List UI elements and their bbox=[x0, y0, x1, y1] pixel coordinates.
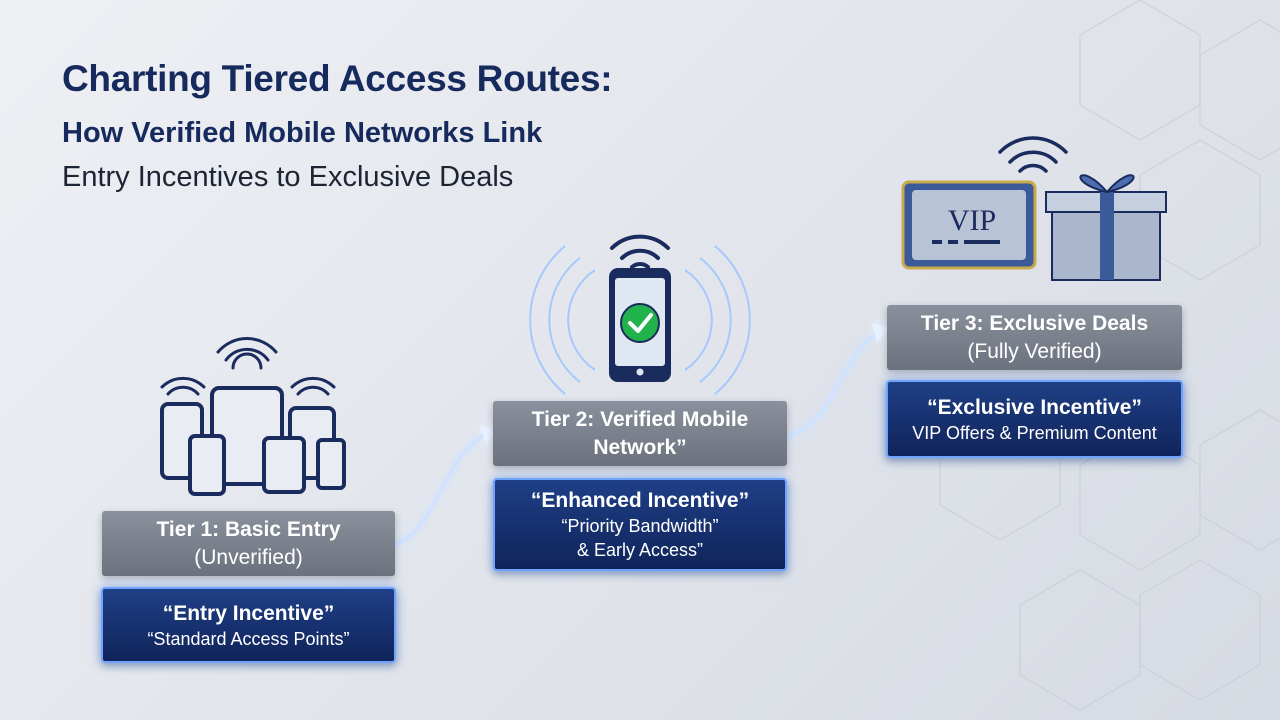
tier2-incentive: “Enhanced Incentive” bbox=[530, 489, 750, 512]
page-tagline: Entry Incentives to Exclusive Deals bbox=[62, 161, 514, 193]
tier1-incentive-box: “Entry Incentive” “Standard Access Point… bbox=[101, 587, 396, 663]
tier3-status: (Fully Verified) bbox=[967, 339, 1102, 363]
tier2-incentive-box: “Enhanced Incentive” “Priority Bandwidth… bbox=[493, 478, 787, 571]
wifi-icon bbox=[998, 136, 1068, 173]
tier3-header: Tier 3: Exclusive Deals (Fully Verified) bbox=[887, 305, 1182, 370]
page-title: Charting Tiered Access Routes: bbox=[62, 58, 613, 99]
tier1-name: Tier 1: Basic Entry bbox=[156, 517, 341, 541]
tier2-header: Tier 2: Verified Mobile Network” bbox=[493, 401, 787, 466]
tier1-header: Tier 1: Basic Entry (Unverified) bbox=[102, 511, 395, 576]
tier3-incentive: “Exclusive Incentive” bbox=[927, 395, 1142, 419]
vip-card-icon bbox=[901, 180, 1037, 270]
gift-box-icon bbox=[1045, 174, 1167, 281]
title-block: Charting Tiered Access Routes: How Verif… bbox=[62, 56, 613, 196]
tier2-detail-line1: “Priority Bandwidth” bbox=[561, 516, 719, 536]
tier1-status: (Unverified) bbox=[194, 545, 303, 569]
page-subtitle: How Verified Mobile Networks Link bbox=[62, 117, 543, 149]
tier1-incentive: “Entry Incentive” bbox=[162, 601, 335, 625]
tier2-detail-line2: & Early Access” bbox=[576, 540, 704, 560]
glowing-arrow-icon bbox=[776, 323, 890, 440]
tier3-name: Tier 3: Exclusive Deals bbox=[920, 311, 1149, 335]
vip-card-label: VIP bbox=[947, 204, 997, 237]
tier1-detail: “Standard Access Points” bbox=[147, 628, 350, 649]
tier3-detail: VIP Offers & Premium Content bbox=[912, 422, 1157, 443]
tier2-name: Tier 2: Verified Mobile Network” bbox=[531, 407, 749, 459]
tier3-incentive-box: “Exclusive Incentive” VIP Offers & Premi… bbox=[886, 380, 1183, 458]
